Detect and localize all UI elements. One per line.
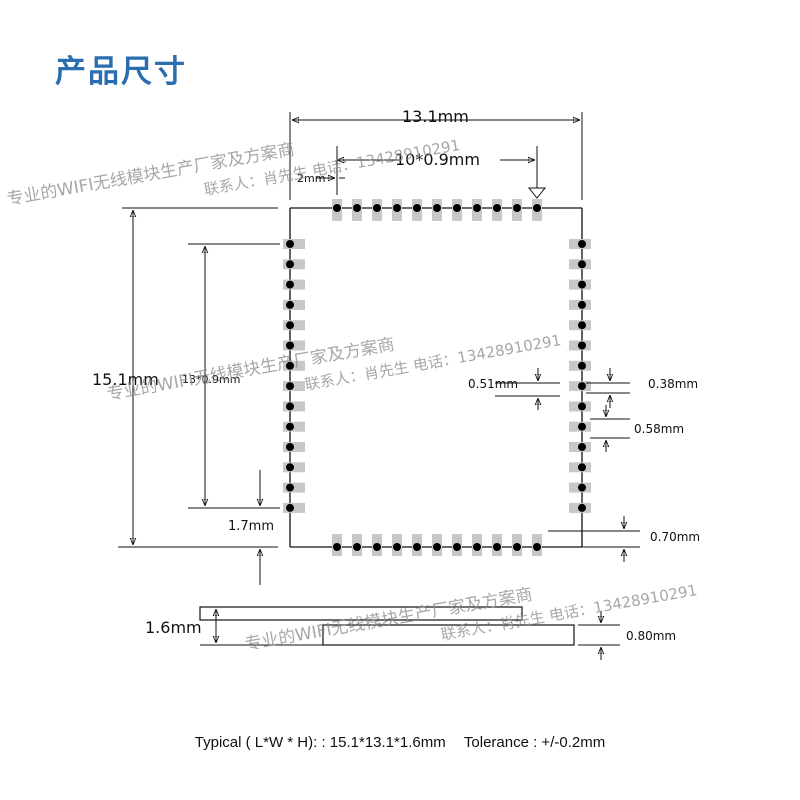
pin-dot	[578, 341, 586, 350]
side-view	[199, 606, 575, 646]
height-label: 15.1mm	[92, 370, 159, 389]
bottom-gap-label: 1.7mm	[228, 519, 274, 534]
pin-dot	[393, 543, 401, 551]
page-title: 产品尺寸	[55, 54, 187, 90]
pad-width-label: 0.51mm	[468, 377, 518, 391]
pin-dot	[413, 204, 421, 212]
pin-dot	[286, 300, 294, 309]
pin-dot	[578, 463, 586, 472]
shield-can-outline	[199, 606, 523, 621]
pin-dot	[493, 543, 501, 551]
pin-dot	[513, 543, 521, 551]
pin-dot	[286, 503, 294, 512]
pin-dot	[453, 204, 461, 212]
pad-gap-label: 0.38mm	[648, 377, 698, 391]
pin-dot	[433, 543, 441, 551]
pin-dot	[286, 382, 294, 391]
pin-dot	[578, 280, 586, 289]
watermark: 专业的WIFI无线模块生产厂家及方案商 联系人：肖先生 电话：134289102…	[5, 136, 698, 655]
pin-dot	[286, 483, 294, 492]
footer-caption: Typical ( L*W * H): : 15.1*13.1*1.6mm To…	[0, 734, 800, 751]
tolerance-text: Tolerance : +/-0.2mm	[463, 734, 606, 751]
pin-dot	[453, 543, 461, 551]
pin-dot	[473, 204, 481, 212]
pin-dot	[286, 402, 294, 411]
pin-dot	[578, 483, 586, 492]
pin-dot	[413, 543, 421, 551]
pin-dot	[373, 204, 381, 212]
pin-dot	[578, 402, 586, 411]
pin-dot	[333, 543, 341, 551]
pin-dot	[578, 260, 586, 269]
edge-gap-label: 2mm	[297, 172, 325, 185]
pin-dot	[286, 361, 294, 370]
pin-dot	[353, 543, 361, 551]
pin-dot	[493, 204, 501, 212]
pin-dot	[286, 443, 294, 451]
typical-size-text: Typical ( L*W * H): : 15.1*13.1*1.6mm	[194, 734, 446, 751]
pin-dot	[393, 204, 401, 212]
pad-length-label: 0.58mm	[634, 422, 684, 436]
top-pitch-label: 10*0.9mm	[395, 150, 480, 169]
pin-dot	[578, 382, 586, 391]
side-pitch-label: 13*0.9mm	[182, 373, 240, 386]
pin-dot	[353, 204, 361, 212]
pad-group	[283, 199, 591, 556]
pin-dot	[578, 321, 586, 330]
thickness-label: 1.6mm	[145, 618, 202, 637]
pin-dot	[286, 280, 294, 289]
pin-dot	[533, 543, 541, 551]
pin-dot	[286, 260, 294, 269]
pin-dot	[286, 422, 294, 431]
pin-dot	[578, 503, 586, 512]
pin-dot	[578, 240, 586, 248]
pcb-thickness-label: 0.80mm	[626, 629, 676, 643]
pin-dot	[286, 463, 294, 472]
pin-dot	[286, 341, 294, 350]
pin-dot	[578, 361, 586, 370]
pin-dot	[433, 204, 441, 212]
pin-dot	[373, 543, 381, 551]
pin-dot	[578, 422, 586, 431]
pin-dot	[533, 204, 541, 212]
pcb-outline	[322, 624, 575, 646]
pin-dot	[333, 204, 341, 212]
pin-dot	[578, 443, 586, 451]
pin-dot	[473, 543, 481, 551]
pin-dot	[286, 321, 294, 330]
pin-dot	[513, 204, 521, 212]
pad-edge-label: 0.70mm	[650, 530, 700, 544]
width-label: 13.1mm	[402, 107, 469, 126]
pin-dot	[578, 300, 586, 309]
pin-dot	[286, 240, 294, 248]
